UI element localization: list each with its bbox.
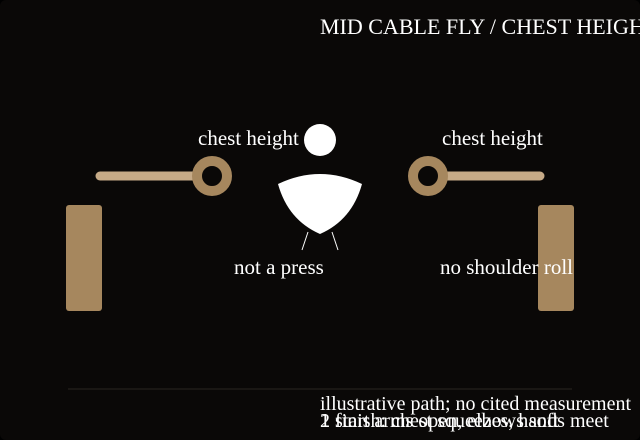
footnote-step-2: 2 finish: chest squeezes, hands meet [320, 410, 609, 432]
diagram-title: MID CABLE FLY / CHEST HEIGHT [320, 14, 640, 39]
figure-right-leg [331, 231, 339, 251]
left-chest-height-label: chest height [198, 126, 299, 150]
figure-left-leg [301, 231, 309, 251]
right-pulley-icon [408, 156, 448, 196]
right-chest-height-label: chest height [442, 126, 543, 150]
right-cable-tower [538, 205, 574, 311]
footnote-illustrative: illustrative path; no cited measurement [320, 393, 632, 415]
figure-head [304, 124, 336, 156]
not-a-press-label: not a press [234, 255, 324, 279]
left-pulley-icon [192, 156, 232, 196]
footnote-step-1: 1 start arms open, elbows soft [320, 410, 559, 432]
figure-torso [278, 174, 362, 234]
left-cable-tower [66, 205, 102, 311]
no-shoulder-roll-label: no shoulder roll [440, 255, 573, 279]
